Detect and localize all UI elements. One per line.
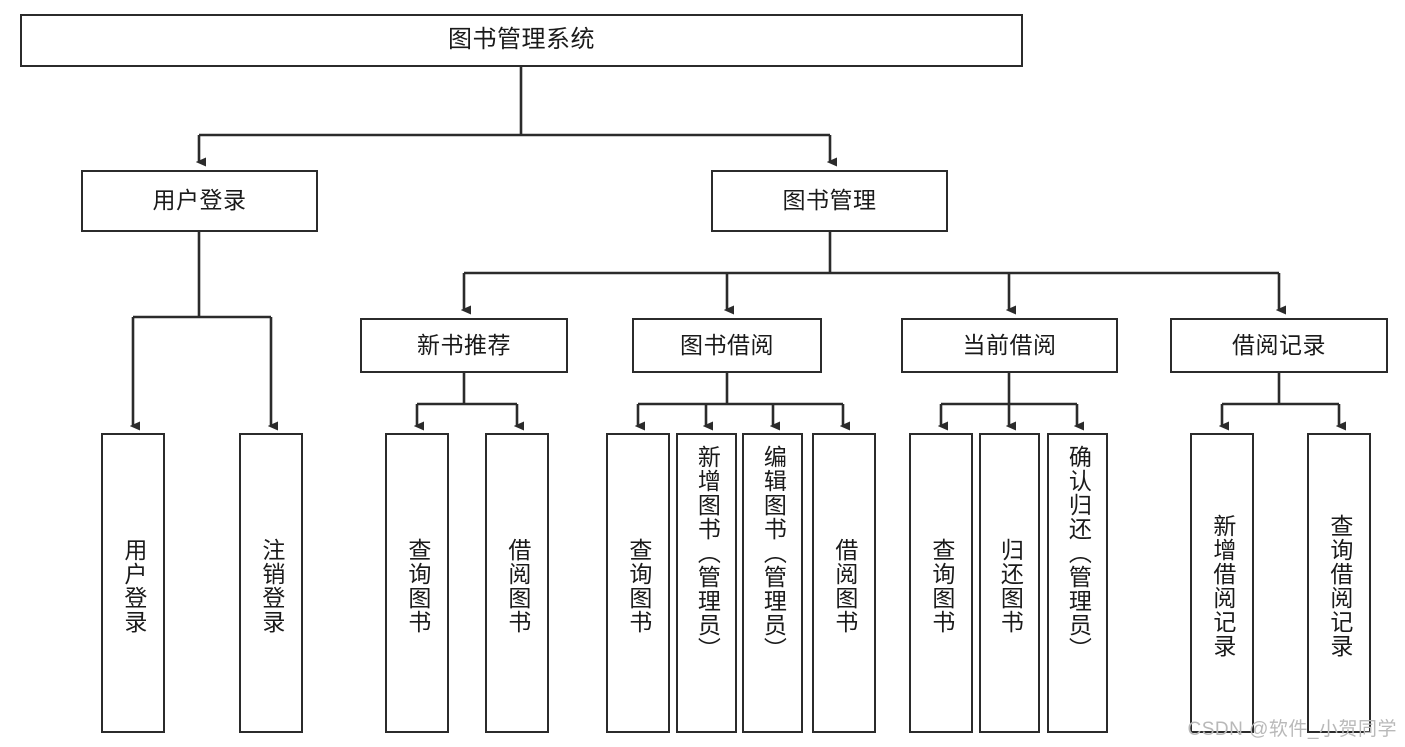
- leaf-label: 查询图书: [625, 538, 652, 634]
- leaf-label: 借阅图书: [504, 538, 531, 634]
- leaf-label: 新增借阅记录: [1209, 514, 1236, 658]
- node-book-borrow[interactable]: 图书借阅: [632, 318, 822, 373]
- leaf-current-borrow-return-book[interactable]: 归还图书: [979, 433, 1040, 733]
- node-user-login[interactable]: 用户登录: [81, 170, 318, 232]
- node-label: 借阅记录: [1232, 331, 1326, 358]
- leaf-current-borrow-query-book[interactable]: 查询图书: [909, 433, 973, 733]
- node-label: 图书管理: [782, 187, 877, 214]
- leaf-new-book-borrow-book[interactable]: 借阅图书: [485, 433, 549, 733]
- node-label: 新书推荐: [417, 331, 511, 358]
- leaf-label: 查询图书: [928, 538, 955, 634]
- leaf-borrow-record-add-record[interactable]: 新增借阅记录: [1190, 433, 1254, 733]
- leaf-current-borrow-confirm-return-admin[interactable]: 确认归还（管理员）: [1047, 433, 1108, 733]
- leaf-borrow-record-query-record[interactable]: 查询借阅记录: [1307, 433, 1371, 733]
- leaf-book-borrow-add-book-admin[interactable]: 新增图书（管理员）: [676, 433, 737, 733]
- leaf-user-login-login[interactable]: 用户登录: [101, 433, 165, 733]
- leaf-label: 归还图书: [997, 538, 1024, 634]
- leaf-new-book-query-book[interactable]: 查询图书: [385, 433, 449, 733]
- node-current-borrow[interactable]: 当前借阅: [901, 318, 1118, 373]
- leaf-label: 新增图书（管理员）: [694, 445, 721, 661]
- watermark-text: CSDN @软件_小贺同学: [1187, 719, 1397, 740]
- node-label: 用户登录: [152, 187, 247, 214]
- node-borrow-record[interactable]: 借阅记录: [1170, 318, 1388, 373]
- node-label: 图书管理系统: [448, 26, 595, 54]
- node-new-book-recommend[interactable]: 新书推荐: [360, 318, 568, 373]
- leaf-user-login-logout[interactable]: 注销登录: [239, 433, 303, 733]
- leaf-label: 借阅图书: [831, 538, 858, 634]
- leaf-book-borrow-edit-book-admin[interactable]: 编辑图书（管理员）: [742, 433, 803, 733]
- leaf-label: 查询借阅记录: [1326, 514, 1353, 658]
- leaf-label: 编辑图书（管理员）: [760, 445, 787, 661]
- leaf-label: 查询图书: [404, 538, 431, 634]
- node-book-management[interactable]: 图书管理: [711, 170, 948, 232]
- node-root-book-management-system[interactable]: 图书管理系统: [20, 14, 1023, 67]
- node-label: 当前借阅: [962, 331, 1057, 358]
- leaf-label: 确认归还（管理员）: [1065, 445, 1092, 661]
- leaf-book-borrow-query-book[interactable]: 查询图书: [606, 433, 670, 733]
- leaf-label: 用户登录: [120, 538, 147, 634]
- node-label: 图书借阅: [680, 331, 774, 358]
- leaf-book-borrow-borrow-book[interactable]: 借阅图书: [812, 433, 876, 733]
- leaf-label: 注销登录: [258, 538, 285, 634]
